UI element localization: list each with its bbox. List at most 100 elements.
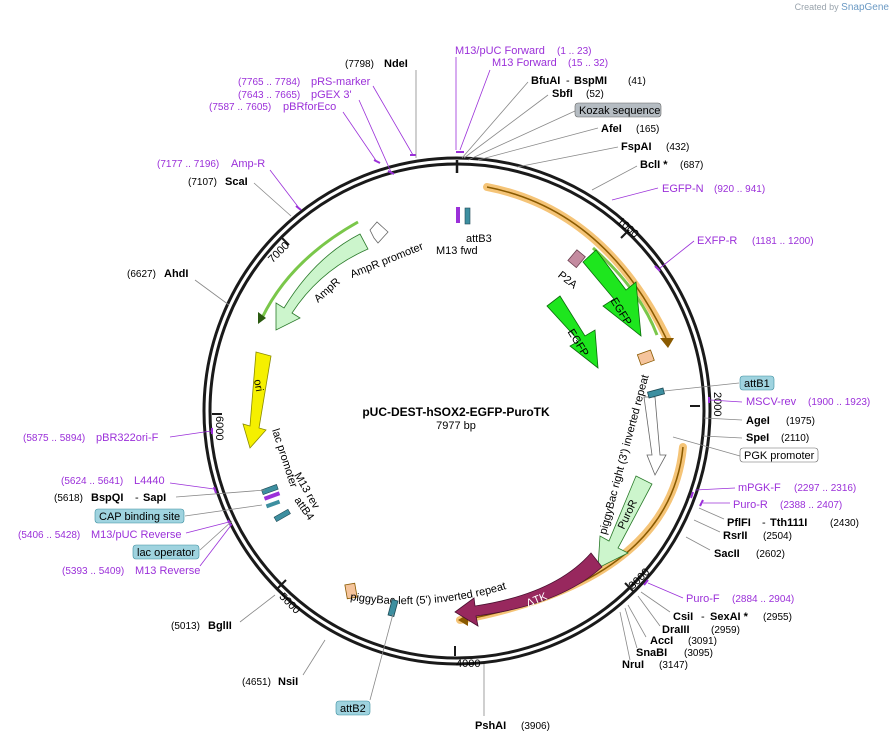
ori-label: ori [251,378,265,392]
puror-arrow [597,475,653,569]
afei-lead [477,127,599,161]
bcli-pos: (687) [680,160,703,171]
tick-2000: 2000 [711,392,723,416]
pbrforeco-range: (7587 .. 7605) [209,102,271,113]
exfpr-name: EXFP-R [697,235,737,247]
plasmid-name: pUC-DEST-hSOX2-EGFP-PuroTK [362,405,550,419]
bglii-pos: (5013) [171,621,200,632]
prs-marker-lead [372,85,414,156]
tick-1000: 1000 [614,215,640,240]
plasmid-length: 7977 bp [436,420,476,432]
tth111i-site: Tth111I [770,517,807,529]
fspai-lead [516,146,619,168]
m13puc-rev-lead [185,521,230,534]
pbr322-range: (5875 .. 5894) [23,433,85,444]
m13puc-forward-range: (1 .. 23) [557,46,591,57]
pgex3-name: pGEX 3' [311,89,352,101]
purof-name: Puro-F [686,593,720,605]
lac-element-1 [261,484,279,496]
ahdi-pos: (6627) [127,269,156,280]
pbrforeco-name: pBRforEco [283,101,336,113]
pflfi-site: PflFI [727,517,751,529]
exfpr-lead [659,240,695,269]
fspai-pos: (432) [666,142,689,153]
draiii-lead [637,595,661,627]
ndei-site: NdeI [384,58,408,70]
bspqi-lead [175,489,266,498]
dtk-arrow [454,552,603,627]
m13-forward-range: (15 .. 32) [568,58,608,69]
kozak-label: Kozak sequence [579,105,660,117]
bcli-site: BclI * [640,159,668,171]
attb4-element [273,508,291,523]
afei-pos: (165) [636,124,659,135]
ori-arrow [242,351,272,449]
snapgene-logo: SnapGene [841,2,889,13]
watermark-prefix: Created by [794,2,839,12]
sapi-site: SapI [143,492,166,504]
attb2-element [387,599,399,617]
pgk-box [739,447,819,463]
purof-range: (2884 .. 2904) [732,594,794,605]
sexai-site: SexAI * [710,611,749,623]
m13rev-primer-range: (5393 .. 5409) [62,566,124,577]
csii-dash: - [701,611,705,623]
tick-6000: 6000 [213,416,225,440]
bcli-lead [591,165,638,191]
bglii-site: BglII [208,620,232,632]
scale-ticks [212,229,700,656]
ampr-primer-name: Amp-R [231,158,265,170]
tick-5000: 5000 [277,591,303,617]
mscvrev-lead [709,399,743,403]
ampr-thin-arc [260,220,359,319]
l4440-name: L4440 [134,475,165,487]
draiii-site: DraIII [662,624,690,636]
tick-4000: 4000 [456,658,480,670]
attb2-box [335,700,371,716]
bspmi-site: BspMI [574,75,607,87]
pgk-label: PGK promoter [744,450,815,462]
scai-pos: (7107) [188,177,217,188]
snabi-lead [624,607,638,649]
spei-lead [702,435,743,439]
lac-element-2 [263,491,281,501]
csii-pos: (2955) [763,612,792,623]
ampr-promoter-arrow [369,221,389,244]
m13fwd-label: M13 fwd [436,245,478,257]
ampr-primer-range: (7177 .. 7196) [157,159,219,170]
mpgkf-lead [694,487,736,491]
ampr-arrow [275,233,369,331]
mpgkf-range: (2297 .. 2316) [794,483,856,494]
cap-label: CAP binding site [99,511,180,523]
backbone-outer [202,156,712,666]
sacii-pos: (2602) [756,549,785,560]
agei-site: AgeI [746,415,770,427]
attb1-label: attB1 [744,378,770,390]
agei-lead [703,417,743,421]
sbfi-pos: (52) [586,89,604,100]
draiii-pos: (2959) [711,625,740,636]
lac-operator-box [132,544,200,560]
pflfi-dash: - [762,517,766,529]
acci-site: AccI [650,635,673,647]
lac-element-3 [265,499,281,509]
exfpr-range: (1181 .. 1200) [752,236,814,247]
sbfi-site: SbfI [552,88,573,100]
nsii-lead [302,639,326,676]
attb1-element [647,387,665,399]
snabi-pos: (3095) [684,648,713,659]
pbrforeco-lead [342,111,378,163]
fspai-site: FspAI [621,141,652,153]
pgk-lead [672,436,741,457]
pflfi-pos: (2430) [830,518,859,529]
snabi-site: SnaBI [636,647,667,659]
sbfi-lead [463,94,549,159]
lac-operator-label: lac operator [137,547,195,559]
m13puc-forward-name: M13/pUC Forward [455,45,545,57]
prs-marker-range: (7765 .. 7784) [238,77,300,88]
cap-box [94,508,185,524]
attb2-label: attB2 [340,703,366,715]
cap-lead [184,504,263,517]
mpgkf-name: mPGK-F [738,482,781,494]
rsrii-site: RsrII [723,530,747,542]
